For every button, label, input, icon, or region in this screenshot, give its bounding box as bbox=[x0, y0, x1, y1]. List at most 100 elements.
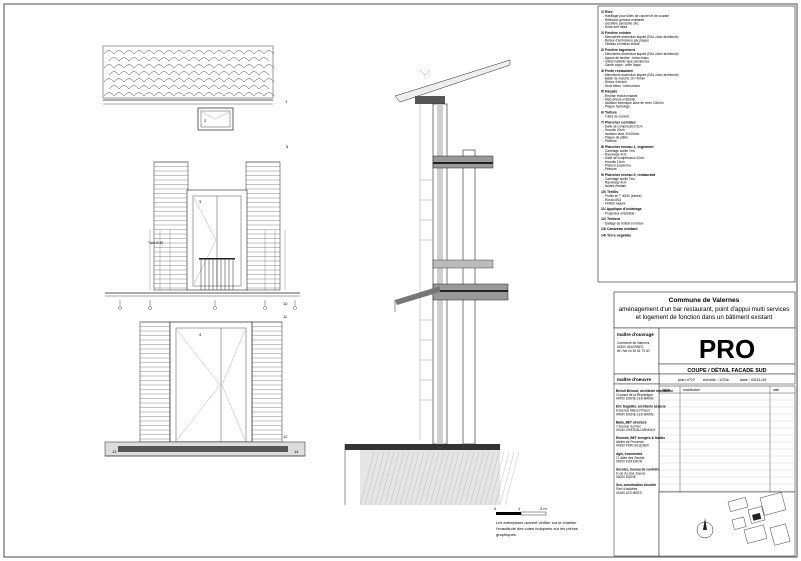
upper-facade-elevation bbox=[105, 161, 300, 310]
note-line: - Tuiles de couvert bbox=[603, 115, 629, 119]
note-line: - Profils en T 40/40 (Inertie) bbox=[603, 194, 642, 198]
notes-box bbox=[597, 5, 796, 283]
note-line: - Réfection génoise existante bbox=[603, 18, 644, 22]
construction-notes: 1/ Rive- Habillage pour tuiles de couver… bbox=[601, 10, 679, 238]
note-title: 4/ Porte restaurant bbox=[601, 69, 634, 73]
note-line: - Dalle de compression 5cm bbox=[603, 125, 643, 129]
note-line: - Menuiserie aluminium laquée (RAL choix… bbox=[603, 35, 679, 39]
note-line: - Retour d'enduit bbox=[603, 80, 627, 84]
moe-name: Enomeb, BET énergies & fluides bbox=[616, 436, 665, 440]
moe-line: 04200 SISTERON bbox=[616, 459, 643, 463]
note-line: - Menuiserie aluminium laquée (RAL choix… bbox=[603, 73, 679, 77]
callout-3: 3 bbox=[199, 199, 202, 204]
note-line: - Isolant existant bbox=[603, 184, 626, 188]
note-line: - Plaque de plâtre bbox=[603, 135, 628, 139]
rev-header-date: date bbox=[773, 388, 779, 392]
callout-5: 5 bbox=[286, 144, 289, 149]
phase-label: PRO bbox=[699, 334, 755, 364]
footnote-line-3: graphiques. bbox=[496, 532, 517, 537]
small-window-elevation bbox=[197, 107, 234, 131]
mo-line-1: Commune de Valernes bbox=[617, 341, 650, 345]
sheet-border bbox=[3, 3, 798, 558]
project-desc-line-2: et logement de fonction dans un bâtiment… bbox=[636, 314, 773, 321]
note-line: - Entre arêt tuiles bbox=[603, 25, 628, 29]
callout-1: 1 bbox=[285, 99, 288, 104]
note-title: 14/ Terre végétale bbox=[601, 234, 631, 238]
note-title: 8/ Plancher niveau 1, logement bbox=[601, 145, 654, 149]
lower-facade-elevation bbox=[104, 321, 306, 457]
site-plan bbox=[658, 491, 796, 557]
building-section bbox=[344, 59, 520, 506]
dimension-label: Tube Ø 35 bbox=[148, 241, 163, 245]
note-line: - Plaque hydrofuge bbox=[603, 105, 630, 109]
maitre-ouvrage-label: maître d'ouvrage bbox=[617, 332, 654, 337]
note-line: - Dalle de compression 12cm bbox=[603, 156, 645, 160]
note-line: - Reprise enduit existant bbox=[603, 94, 637, 98]
scale-label-1: 1 bbox=[518, 506, 521, 511]
note-line: - Bâton de marché 10 / 40mm bbox=[603, 77, 646, 81]
note-line: - Ravoirage 4cm bbox=[603, 181, 627, 185]
note-line: - Menuiserie aluminium laquée (RAL choix… bbox=[603, 52, 679, 56]
footnote-line-1: Les entreprises doivent vérifier sur le … bbox=[496, 520, 577, 525]
note-line: - Retour d'embrasure par plaque bbox=[603, 39, 649, 43]
moe-line: 04160 CHATEAU-ARNOUX bbox=[616, 428, 656, 432]
callout-2: 2 bbox=[204, 118, 207, 123]
moe-name: Seo, coordination sécurité bbox=[616, 483, 656, 487]
note-title: 3/ Fenêtre logement bbox=[601, 48, 636, 52]
note-line: - Plafond suspendu bbox=[603, 163, 631, 167]
note-line: - Peinture bbox=[603, 167, 617, 171]
title-block: Commune de Valernes aménagement d'un bar… bbox=[613, 291, 796, 557]
note-line: - Ravoirage 4cm bbox=[603, 153, 627, 157]
scale-bar: 0 1 2 m bbox=[494, 506, 547, 516]
project-desc-line-1: aménagement d'un bar restaurant, point d… bbox=[619, 306, 790, 313]
note-line: - Gouttière pendante zinc bbox=[603, 21, 639, 25]
moe-line: 04000 DIGNE-LES-BAINS bbox=[616, 412, 654, 416]
moe-line: 8 avenue Marcel Proust bbox=[616, 409, 650, 413]
note-title: 7/ Plancher combles bbox=[601, 120, 636, 124]
note-line: - Hourdis 12cm bbox=[603, 160, 625, 164]
maitre-oeuvre-label: maître d'oeuvre bbox=[617, 377, 651, 382]
mo-line-2: 04200 VALERNES bbox=[617, 345, 644, 349]
note-line: - Garde-corps : acier laqué bbox=[603, 63, 641, 67]
note-line: - Seuil béton : béton blanc bbox=[603, 84, 640, 88]
note-title: 10/ Treillis bbox=[601, 190, 618, 194]
note-title: 12/ Treiteur bbox=[601, 217, 621, 221]
note-line: - Finition laquée bbox=[603, 201, 626, 205]
rev-header-indice: indice bbox=[662, 388, 671, 392]
callout-4: 4 bbox=[199, 332, 202, 337]
plan-number: plan n°07 bbox=[678, 377, 696, 382]
moe-line: 04000 DIGNE bbox=[616, 475, 636, 479]
moe-name: Socotec, bureau de contrôle bbox=[616, 468, 659, 472]
note-line: - Habillage pour tuiles de couvert et de… bbox=[603, 14, 669, 18]
drawing-title: COUPE / DÉTAIL FACADE SUD bbox=[687, 366, 766, 374]
note-line: - Tableau et linteau enduit bbox=[603, 42, 640, 46]
moe-line: 7 avenue du Parc bbox=[616, 424, 641, 428]
note-line: - Isolation laine 2x100mm bbox=[603, 132, 640, 136]
rev-header-modification: modification bbox=[683, 388, 700, 392]
revision-table bbox=[658, 385, 796, 493]
moe-name: Agis, économiste bbox=[616, 452, 643, 456]
moe-line: 04000 DIGNE-LES-BAINS bbox=[616, 397, 654, 401]
moe-name: Benoît Bérurut, architecte mandataire bbox=[616, 389, 673, 393]
note-title: 9/ Plancher niveau 0, restaurant bbox=[601, 173, 656, 177]
callout-10: 10 bbox=[283, 301, 288, 306]
moe-line: 17 allée des Genêts bbox=[616, 456, 645, 460]
note-line: - Appuis de fenêtre : béton blanc bbox=[603, 56, 649, 60]
note-line: - Carrelage scellé 7cm bbox=[603, 149, 635, 153]
note-line: - Carrelage scellé 7cm bbox=[603, 177, 635, 181]
note-title: 2/ Fenêtre existée bbox=[601, 31, 631, 35]
callout-12: 12 bbox=[283, 434, 288, 439]
moe-line: 04300 FORCALQUIER bbox=[616, 444, 649, 448]
moe-line: Atelier de Provence bbox=[616, 440, 644, 444]
note-title: 13/ Caniveau existant bbox=[601, 227, 638, 231]
scale-value: échelle : 1/20e bbox=[703, 377, 730, 382]
note-line: - Projecteur orientable bbox=[603, 211, 635, 215]
roof-tiles-elevation bbox=[102, 45, 275, 105]
note-line: - Dallage de trottoir en béton bbox=[603, 221, 644, 225]
scale-label-0: 0 bbox=[494, 506, 497, 511]
note-line: - Rondo Ø14 bbox=[603, 198, 621, 202]
note-line: - Hourdis 20cm bbox=[603, 128, 625, 132]
date-value: date : 05/11/10 bbox=[740, 377, 767, 382]
